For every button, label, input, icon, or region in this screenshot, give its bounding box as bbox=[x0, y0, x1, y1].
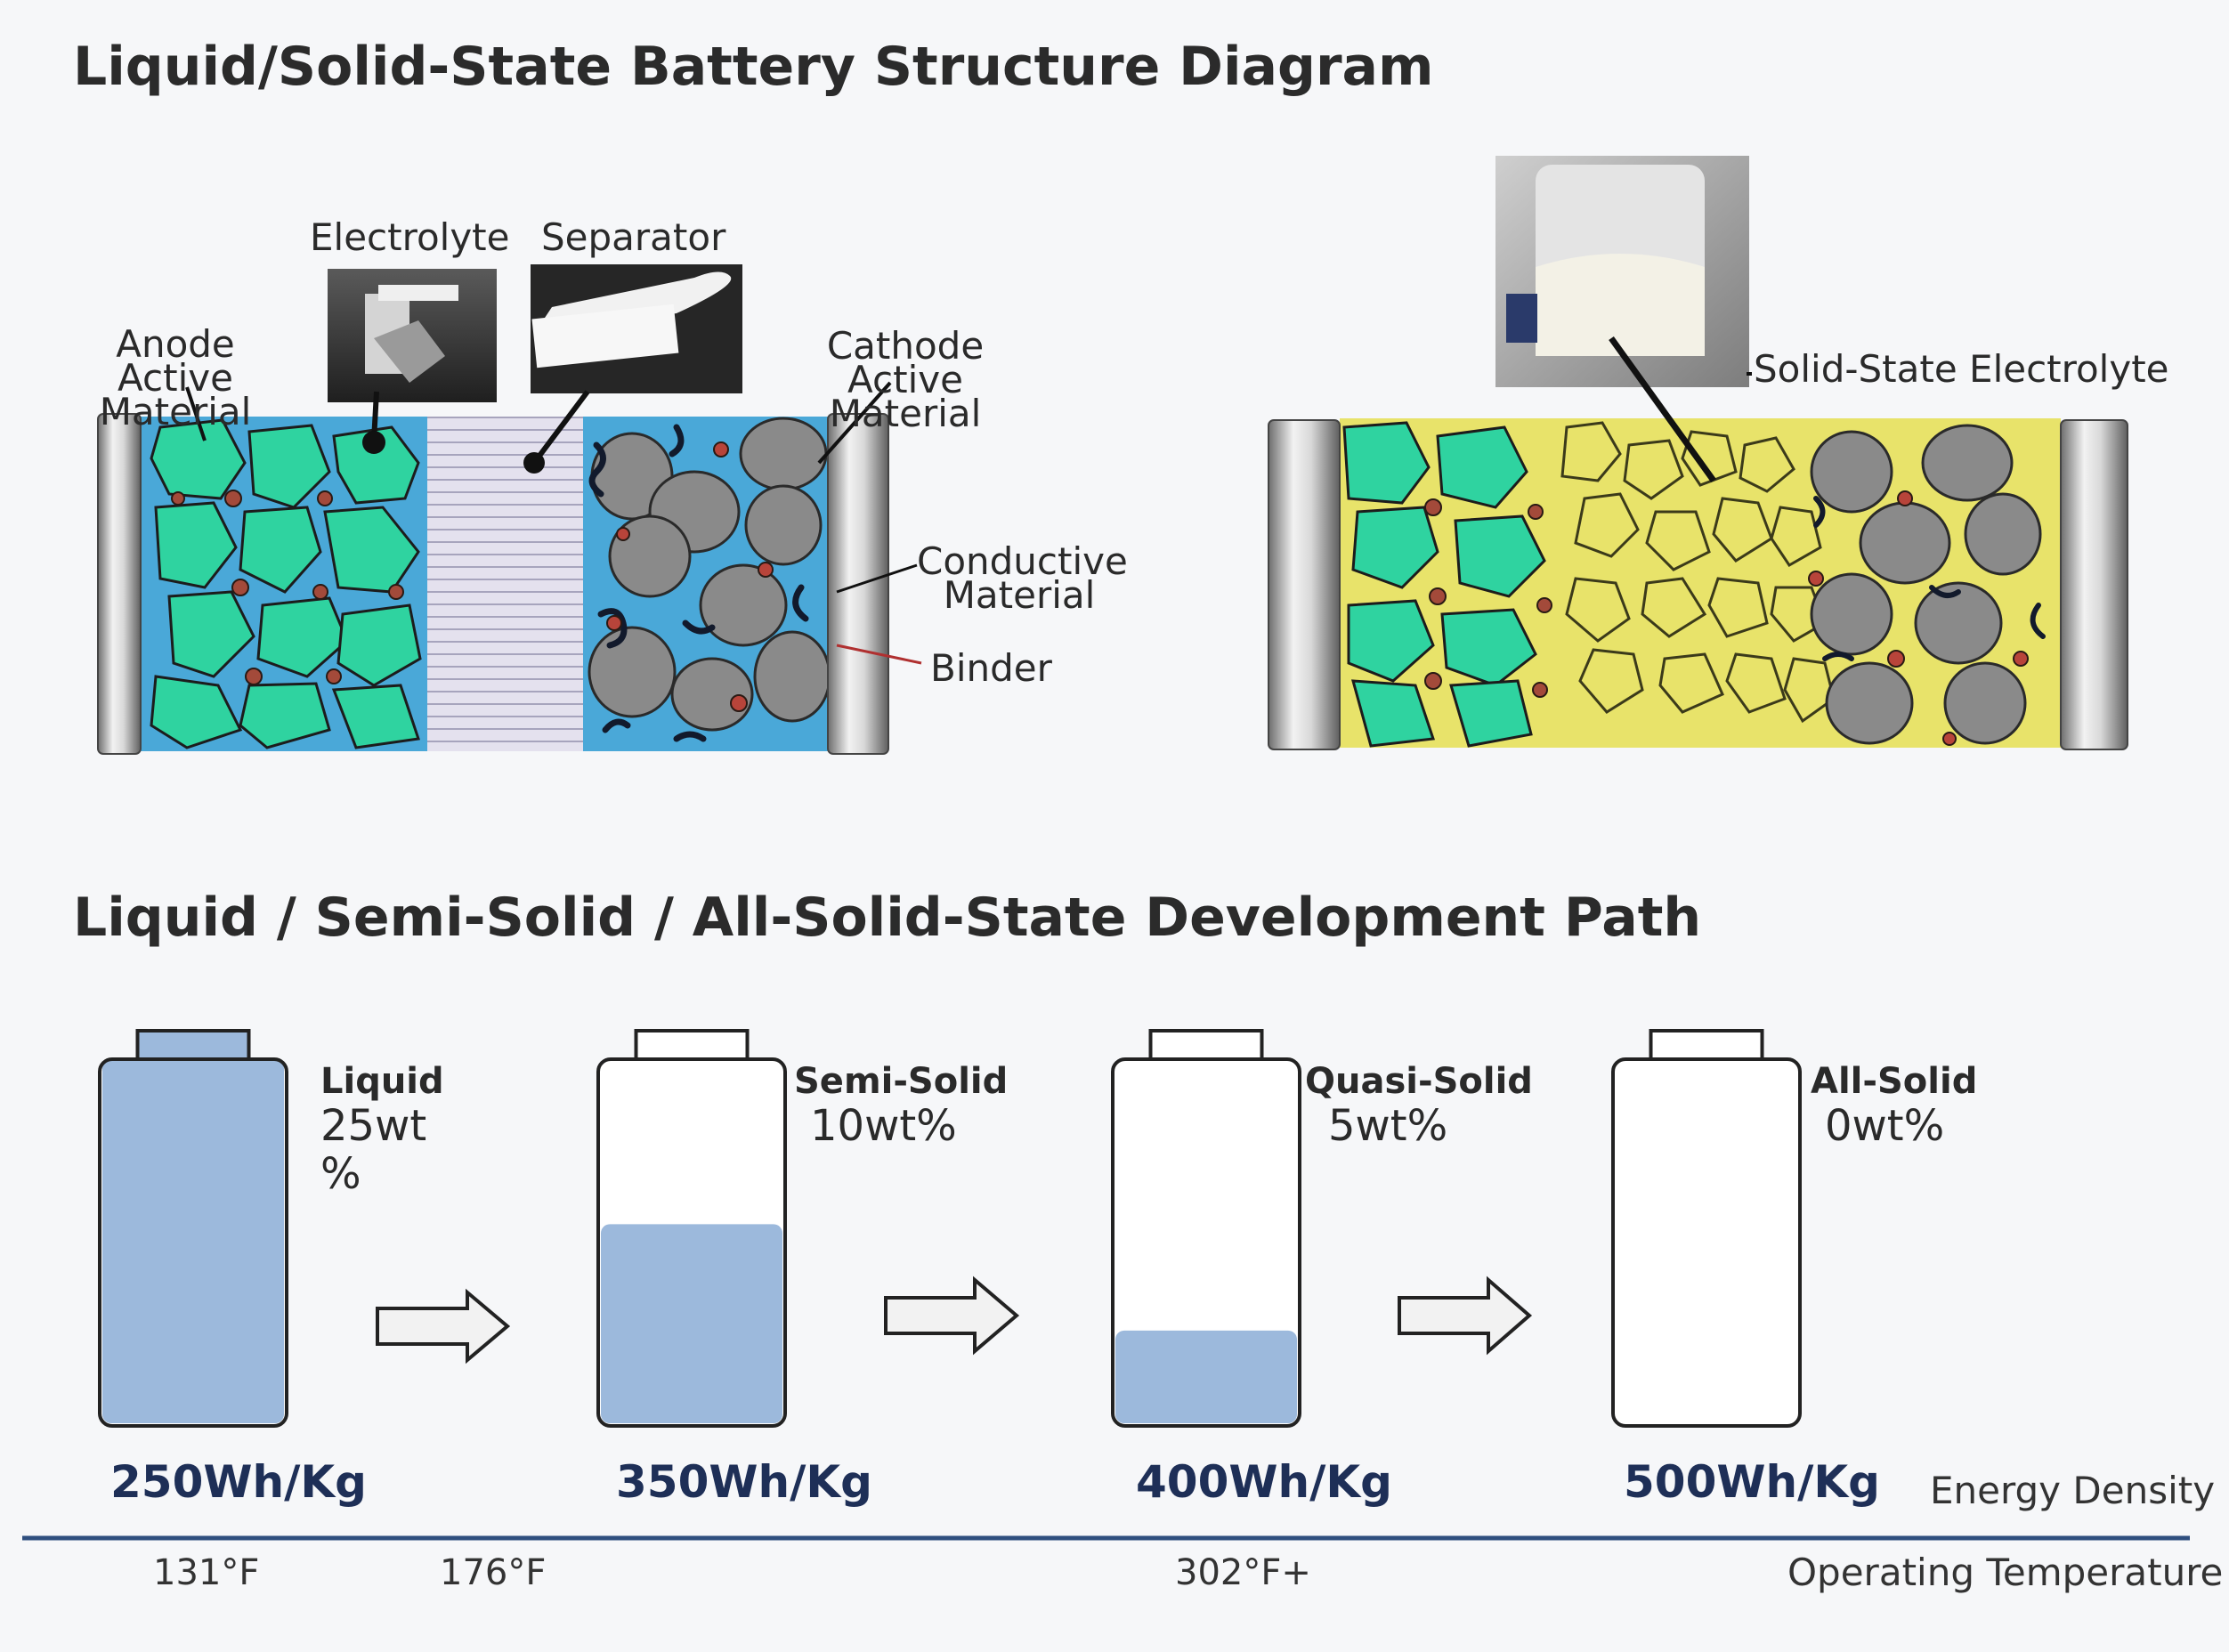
electrolyte-pointer-dot bbox=[362, 431, 385, 454]
solid-cathode-binder bbox=[1813, 496, 2046, 661]
battery-fill bbox=[102, 1059, 284, 1423]
solid-electrolyte-label: Solid-State Electrolyte bbox=[1754, 347, 2169, 391]
anode-conductive bbox=[171, 490, 404, 685]
stage-3: Quasi-Solid 5wt% bbox=[1305, 1061, 1533, 1150]
right-arrow-icon bbox=[376, 1288, 511, 1365]
stage-name: Semi-Solid bbox=[794, 1061, 1009, 1102]
energy-density-label: Energy Density bbox=[1930, 1469, 2216, 1512]
solid-cathode-conductive bbox=[1808, 490, 2029, 746]
stage-value: 10wt% bbox=[810, 1101, 957, 1151]
stage-name: All-Solid bbox=[1811, 1061, 1978, 1102]
stage-name: Quasi-Solid bbox=[1305, 1061, 1533, 1102]
temperature-value: 176°F bbox=[440, 1552, 547, 1593]
stage-value: 0wt% bbox=[1825, 1101, 1945, 1151]
stage-value: 5wt% bbox=[1328, 1101, 1448, 1151]
stage-value: 25wt % bbox=[320, 1101, 427, 1199]
battery-icon bbox=[1611, 1029, 1802, 1428]
anode-particles bbox=[150, 418, 422, 749]
solid-cathode-particles bbox=[1810, 424, 2042, 745]
liquid-cell bbox=[97, 413, 889, 755]
anode-current-collector bbox=[97, 413, 142, 755]
battery-body bbox=[1613, 1059, 1800, 1426]
operating-temperature-label: Operating Temperature bbox=[1787, 1551, 2224, 1594]
battery-icon bbox=[98, 1029, 288, 1428]
solid-anode-conductive bbox=[1424, 498, 1552, 698]
energy-value: 500Wh/Kg bbox=[1624, 1456, 1880, 1508]
solid-leader-line bbox=[1609, 336, 1716, 483]
battery-icon bbox=[596, 1029, 787, 1428]
battery-fill bbox=[601, 1224, 782, 1423]
right-arrow-icon bbox=[1398, 1275, 1533, 1356]
right-arrow-icon bbox=[884, 1275, 1020, 1356]
battery-outline bbox=[596, 1057, 787, 1428]
stage-2: Semi-Solid 10wt% bbox=[794, 1061, 1008, 1150]
solid-cell bbox=[1268, 418, 2128, 750]
conductive-label: Conductive Material bbox=[917, 539, 1128, 617]
arrows bbox=[376, 1275, 1533, 1365]
energy-value: 400Wh/Kg bbox=[1136, 1456, 1392, 1508]
temperature-value: 302°F+ bbox=[1175, 1552, 1311, 1593]
liquid-leader-lines bbox=[185, 381, 922, 665]
battery-outline bbox=[1111, 1057, 1301, 1428]
stage-1: Liquid 25wt % bbox=[320, 1061, 444, 1198]
structure-title: Liquid/Solid-State Battery Structure Dia… bbox=[73, 36, 1434, 98]
cathode-label: Cathode Active Material bbox=[826, 324, 985, 435]
solid-electrolyte-grains bbox=[1560, 421, 1836, 724]
cathode-binder bbox=[588, 424, 809, 742]
solid-anode-particles bbox=[1342, 421, 1546, 748]
path-title: Liquid / Semi-Solid / All-Solid-State De… bbox=[73, 887, 1702, 949]
battery-outline bbox=[1611, 1057, 1802, 1428]
battery-icon bbox=[1111, 1029, 1301, 1428]
temperature-value: 131°F bbox=[153, 1552, 260, 1593]
separator-region bbox=[427, 417, 583, 751]
electrolyte-label: Electrolyte bbox=[310, 215, 510, 259]
solid-anode-collector bbox=[1268, 419, 1341, 750]
electrolyte-bottle-photo bbox=[328, 269, 497, 402]
cathode-conductive bbox=[606, 441, 774, 712]
binder-label: Binder bbox=[930, 646, 1052, 690]
anode-label: Anode Active Material bbox=[99, 322, 252, 433]
solid-cathode-collector bbox=[2060, 419, 2128, 750]
stage-name: Liquid bbox=[320, 1061, 444, 1102]
energy-value: 250Wh/Kg bbox=[110, 1456, 367, 1508]
separator-pointer-dot bbox=[523, 452, 545, 474]
battery-outline bbox=[98, 1057, 288, 1428]
battery-row bbox=[98, 1029, 1802, 1428]
stage-4: All-Solid 0wt% bbox=[1811, 1061, 1977, 1150]
battery-fill bbox=[1115, 1330, 1297, 1423]
energy-value: 350Wh/Kg bbox=[616, 1456, 872, 1508]
separator-label: Separator bbox=[541, 215, 726, 259]
separator-roll-photo bbox=[531, 264, 742, 393]
